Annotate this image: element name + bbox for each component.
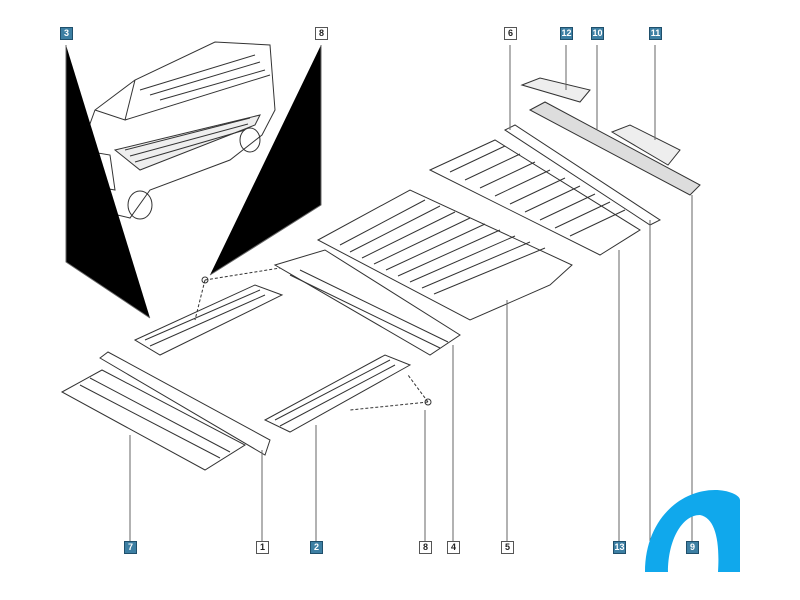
part-12 bbox=[520, 77, 591, 103]
callout-2[interactable]: 2 bbox=[310, 541, 323, 554]
panel-13 bbox=[428, 139, 641, 256]
callout-13[interactable]: 13 bbox=[613, 541, 626, 554]
van-illustration bbox=[74, 41, 276, 220]
callout-12[interactable]: 12 bbox=[560, 27, 573, 40]
rail-6 bbox=[503, 124, 662, 226]
callout-4[interactable]: 4 bbox=[447, 541, 460, 554]
panel-2 bbox=[263, 354, 412, 433]
callout-5[interactable]: 5 bbox=[501, 541, 514, 554]
callout-6[interactable]: 6 bbox=[504, 27, 517, 40]
callout-10[interactable]: 10 bbox=[591, 27, 604, 40]
part-11 bbox=[610, 124, 681, 166]
callout-11[interactable]: 11 bbox=[649, 27, 662, 40]
part-10 bbox=[528, 101, 701, 196]
panel-7 bbox=[60, 369, 247, 471]
highlight-arc bbox=[645, 490, 740, 572]
bar-1 bbox=[99, 351, 271, 456]
panel-5-slats bbox=[339, 199, 546, 295]
callout-1[interactable]: 1 bbox=[256, 541, 269, 554]
leader-lines bbox=[65, 45, 693, 541]
callout-8-bottom[interactable]: 8 bbox=[419, 541, 432, 554]
callout-3[interactable]: 3 bbox=[60, 27, 73, 40]
callout-8-top[interactable]: 8 bbox=[315, 27, 328, 40]
callout-7[interactable]: 7 bbox=[124, 541, 137, 554]
callout-9[interactable]: 9 bbox=[686, 541, 699, 554]
